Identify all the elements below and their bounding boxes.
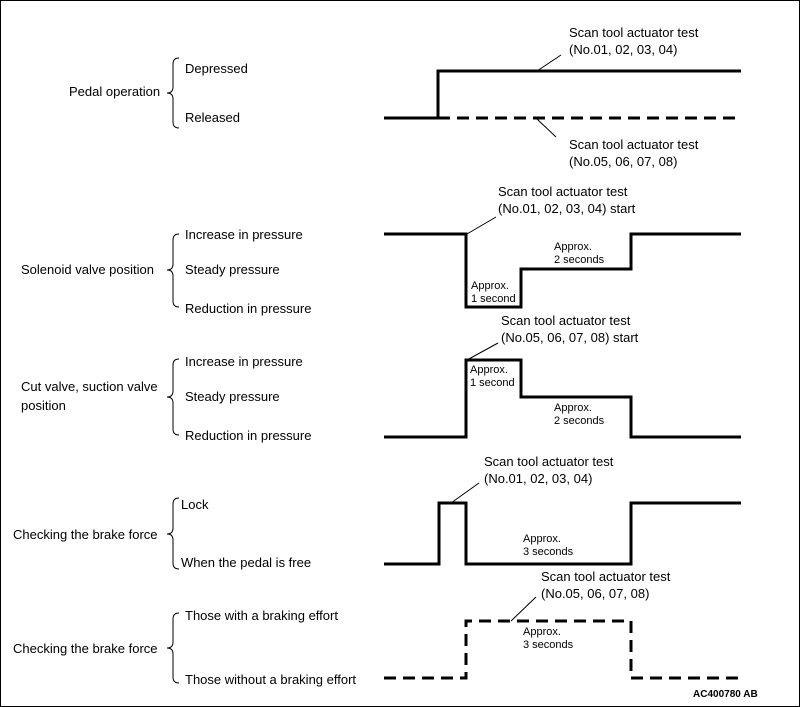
duration-line: Approx. — [523, 533, 561, 545]
level-label: Increase in pressure — [185, 354, 303, 369]
callout-line: (No.05, 06, 07, 08) — [569, 154, 677, 169]
row-cut-valve: Cut valve, suction valve position Increa… — [21, 354, 741, 443]
callout-line: (No.05, 06, 07, 08) start — [501, 330, 639, 345]
callout-leader — [466, 216, 497, 235]
row-brace — [166, 57, 180, 129]
duration-line: Approx. — [470, 364, 508, 376]
level-label: Lock — [181, 497, 209, 512]
duration-line: 2 seconds — [554, 254, 605, 266]
callout-leader — [536, 54, 562, 72]
duration-note: Approx. 2 seconds — [554, 241, 605, 266]
duration-note: Approx. 1 second — [470, 364, 515, 389]
callout: Scan tool actuator test (No.01, 02, 03, … — [536, 25, 699, 72]
braking-effort-trace — [384, 619, 741, 680]
duration-note: Approx. 1 second — [471, 280, 516, 305]
callout-line: Scan tool actuator test — [484, 454, 614, 469]
row-title: Checking the brake force — [13, 527, 158, 542]
callout-leader — [510, 596, 537, 622]
row-solenoid-valve: Solenoid valve position Increase in pres… — [21, 227, 741, 316]
callout: Scan tool actuator test (No.05, 06, 07, … — [466, 313, 639, 361]
row-brake-force-effort: Checking the brake force Those with a br… — [13, 608, 741, 687]
level-label: Those without a braking effort — [185, 672, 356, 687]
callout-line: (No.01, 02, 03, 04) start — [498, 201, 636, 216]
duration-line: Approx. — [554, 402, 592, 414]
level-label: Depressed — [185, 61, 248, 76]
level-label: Those with a braking effort — [185, 608, 338, 623]
duration-line: 1 second — [470, 377, 515, 389]
callout: Scan tool actuator test (No.01, 02, 03, … — [450, 454, 614, 504]
brake-force-trace — [384, 501, 741, 566]
callout-line: Scan tool actuator test — [569, 137, 699, 152]
level-label: Steady pressure — [185, 262, 280, 277]
callout: Scan tool actuator test (No.05, 06, 07, … — [536, 118, 699, 169]
level-label: When the pedal is free — [181, 555, 311, 570]
callout-line: (No.01, 02, 03, 04) — [569, 42, 677, 57]
row-brace — [166, 358, 180, 436]
duration-note: Approx. 3 seconds — [523, 533, 574, 558]
duration-line: 3 seconds — [523, 546, 574, 558]
level-label: Increase in pressure — [185, 227, 303, 242]
row-title: Checking the brake force — [13, 641, 158, 656]
level-label: Reduction in pressure — [185, 428, 311, 443]
callout-line: (No.01, 02, 03, 04) — [484, 471, 592, 486]
level-label: Reduction in pressure — [185, 301, 311, 316]
row-brace — [166, 233, 180, 308]
callout: Scan tool actuator test (No.05, 06, 07, … — [510, 569, 671, 622]
row-brace — [166, 497, 180, 570]
callout-line: (No.05, 06, 07, 08) — [541, 586, 649, 601]
solenoid-valve-trace — [384, 232, 741, 309]
row-pedal-operation: Pedal operation Depressed Released — [69, 57, 741, 129]
duration-line: Approx. — [523, 626, 561, 638]
row-title: Cut valve, suction valve — [21, 379, 158, 394]
callout-leader — [450, 482, 480, 504]
duration-note: Approx. 2 seconds — [554, 402, 605, 427]
row-title: Solenoid valve position — [21, 262, 154, 277]
callout-line: Scan tool actuator test — [569, 25, 699, 40]
row-brace — [166, 612, 180, 684]
level-label: Released — [185, 110, 240, 125]
callout-line: Scan tool actuator test — [541, 569, 671, 584]
duration-line: 2 seconds — [554, 415, 605, 427]
level-label: Steady pressure — [185, 389, 280, 404]
duration-line: 1 second — [471, 293, 516, 305]
duration-note: Approx. 3 seconds — [523, 626, 574, 651]
figure-code: AC400780 AB — [693, 689, 758, 700]
duration-line: 3 seconds — [523, 639, 574, 651]
row-title: Pedal operation — [69, 84, 160, 99]
callout-leader — [466, 342, 499, 361]
duration-line: Approx. — [471, 280, 509, 292]
row-title-line2: position — [21, 398, 66, 413]
callout-leader — [536, 118, 557, 138]
callout-line: Scan tool actuator test — [498, 184, 628, 199]
pedal-depressed-trace — [384, 69, 741, 120]
duration-line: Approx. — [554, 241, 592, 253]
callout-line: Scan tool actuator test — [501, 313, 631, 328]
callout: Scan tool actuator test (No.01, 02, 03, … — [466, 184, 636, 235]
row-brake-force-lock: Checking the brake force Lock When the p… — [13, 497, 741, 570]
cut-valve-trace — [384, 358, 741, 439]
